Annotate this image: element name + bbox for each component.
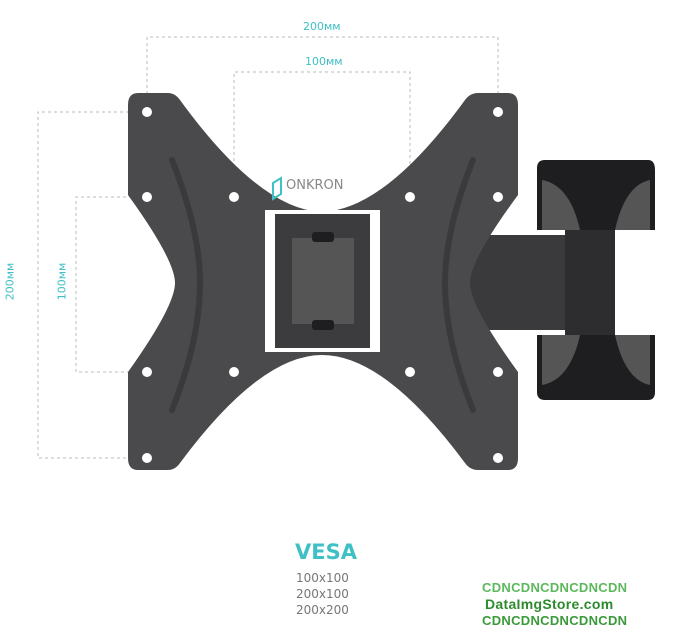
brand-logo: ONKRON: [286, 178, 344, 193]
watermark-line: CDNCDNCDNCDNCDN: [482, 613, 628, 628]
vesa-size: 200x100: [296, 587, 349, 601]
dim-left-inner: 100мм: [55, 262, 69, 301]
dim-left-outer: 200мм: [3, 262, 17, 301]
vesa-size: 200x200: [296, 603, 349, 617]
vesa-holes: [142, 107, 503, 463]
vesa-size: 100x100: [296, 571, 349, 585]
watermark-line: CDNCDNCDNCDNCDN: [482, 580, 628, 595]
vesa-title: VESA: [295, 540, 357, 564]
watermark-site: DataImgStore.com: [485, 596, 614, 612]
onkron-logo-icon: [272, 176, 282, 201]
dim-top-inner: 100мм: [305, 55, 343, 68]
dim-top-outer: 200мм: [303, 20, 341, 33]
swivel-arm: [470, 160, 655, 400]
